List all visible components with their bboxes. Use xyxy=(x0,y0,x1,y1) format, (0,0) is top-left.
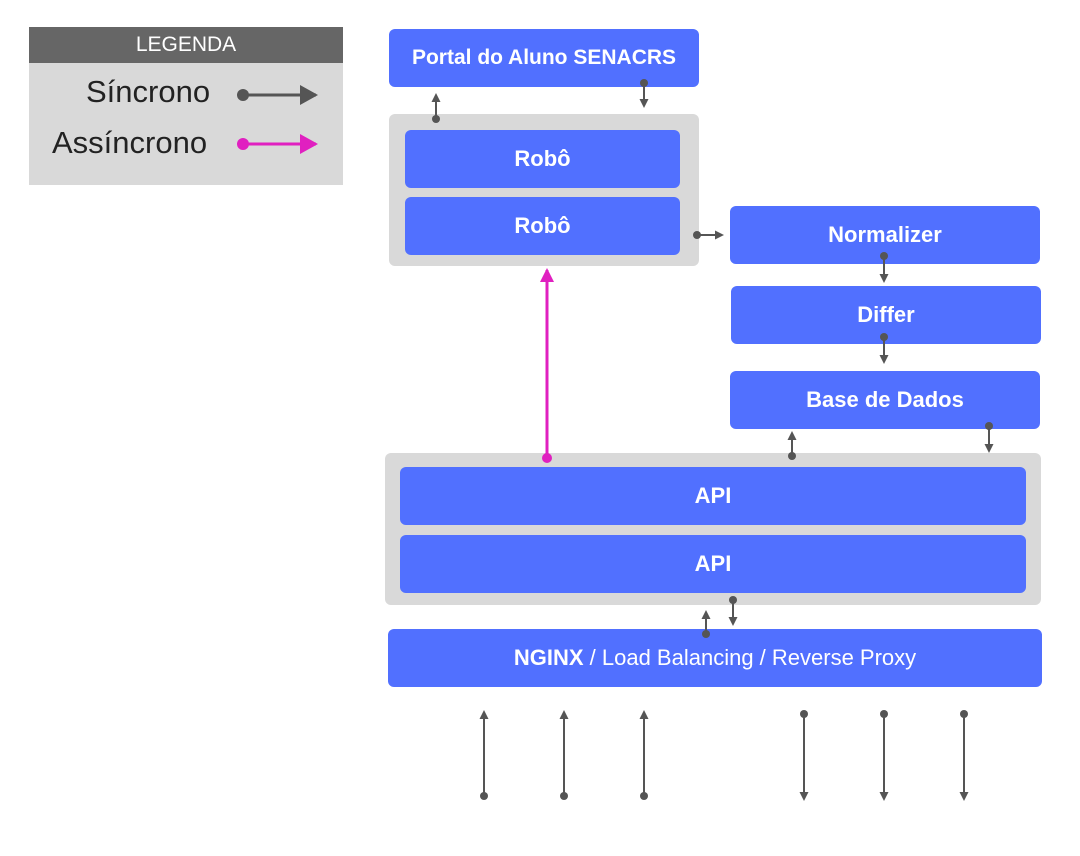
api-to-nginx-arrow xyxy=(728,596,738,626)
robo-to-normalizer-arrow xyxy=(693,230,724,240)
portal-to-robo-arrow xyxy=(639,79,649,108)
incoming-request-arrow-3 xyxy=(639,710,649,800)
differ-to-database-arrow xyxy=(879,333,889,364)
api-node-1: API xyxy=(400,467,1026,525)
robo-node-2: Robô xyxy=(405,197,680,255)
nginx-label-bold: NGINX xyxy=(513,645,584,670)
normalizer-to-differ-arrow xyxy=(879,252,889,283)
legend-panel xyxy=(29,63,343,185)
legend-async-arrow xyxy=(237,134,318,154)
api-node-2: API xyxy=(400,535,1026,593)
incoming-request-arrow-1 xyxy=(479,710,489,800)
legend-sync-arrow xyxy=(237,85,318,105)
robo-to-portal-arrow xyxy=(431,93,441,123)
database-node: Base de Dados xyxy=(730,371,1040,429)
outgoing-response-arrow-2 xyxy=(879,710,889,801)
database-to-api-arrow xyxy=(984,422,994,453)
nginx-label-rest: / Load Balancing / Reverse Proxy xyxy=(583,645,917,670)
robo-node-1: Robô xyxy=(405,130,680,188)
nginx-to-api-arrow xyxy=(701,610,711,638)
api-to-database-arrow xyxy=(787,431,797,460)
nginx-node: NGINX / Load Balancing / Reverse Proxy xyxy=(388,629,1042,687)
api-to-robo-async-arrow xyxy=(540,268,554,463)
differ-node: Differ xyxy=(731,286,1041,344)
outgoing-response-arrow-1 xyxy=(799,710,809,801)
legend-async-label: Assíncrono xyxy=(52,125,208,160)
legend-sync-label: Síncrono xyxy=(86,74,211,109)
incoming-request-arrow-2 xyxy=(559,710,569,800)
legend-title: LEGENDA xyxy=(29,27,343,63)
portal-node: Portal do Aluno SENACRS xyxy=(389,29,699,87)
outgoing-response-arrow-3 xyxy=(959,710,969,801)
